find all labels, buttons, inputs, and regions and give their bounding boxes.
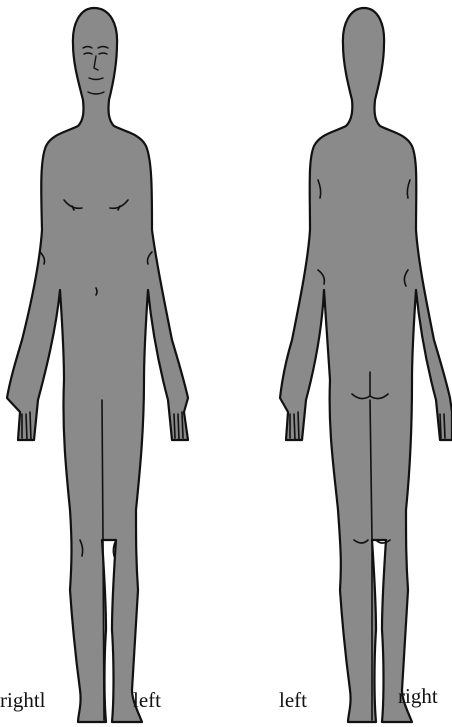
- back-left-label: left: [279, 690, 307, 711]
- back-body-outline: [280, 8, 452, 722]
- back-right-label: right: [398, 686, 438, 707]
- front-right-label: rightl: [0, 690, 46, 711]
- front-view-figure: [7, 8, 188, 722]
- front-body-outline: [7, 8, 188, 722]
- back-view-figure: [280, 8, 452, 722]
- front-left-label: left: [133, 690, 161, 711]
